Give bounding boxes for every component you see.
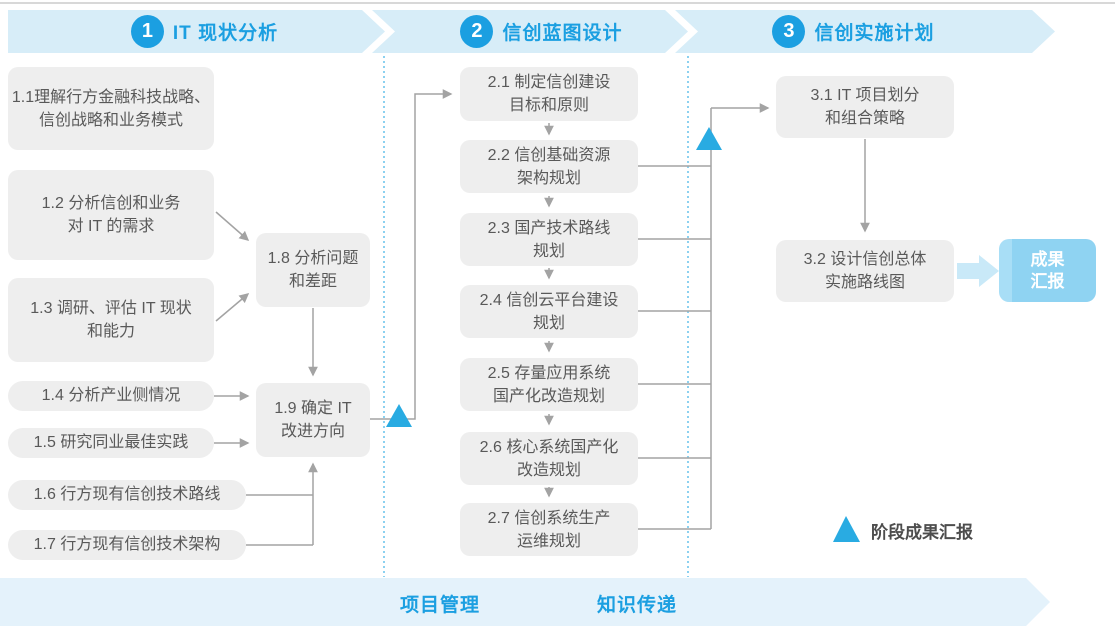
phase-2-header: 2 信创蓝图设计 — [395, 10, 688, 53]
phase-2-report-triangle-icon — [696, 127, 722, 150]
outcome-report-box: 成果 汇报 — [999, 239, 1096, 302]
step-1-7: 1.7 行方现有信创技术架构 — [8, 530, 246, 560]
step-1-1: 1.1理解行方金融科技战略、 信创战略和业务模式 — [8, 67, 214, 150]
step-1-3: 1.3 调研、评估 IT 现状 和能力 — [8, 278, 214, 362]
step-2-5: 2.5 存量应用系统 国产化改造规划 — [460, 358, 638, 411]
step-3-1: 3.1 IT 项目划分 和组合策略 — [776, 76, 954, 138]
top-border-line — [0, 2, 1115, 4]
phase-3-header: 3 信创实施计划 — [675, 10, 1032, 53]
outcome-block-arrow-icon — [957, 255, 999, 287]
legend-triangle-icon — [833, 516, 860, 542]
phase-2-band — [372, 10, 688, 53]
step-2-2: 2.2 信创基础资源 架构规划 — [460, 140, 638, 193]
phase-2-number-badge: 2 — [460, 15, 494, 48]
phase-1-report-triangle-icon — [386, 404, 412, 427]
step-1-6: 1.6 行方现有信创技术路线 — [8, 480, 246, 510]
connector-1-2-to-1-8 — [215, 211, 250, 241]
phase-1-number-badge: 1 — [130, 15, 164, 48]
step-1-8: 1.8 分析问题 和差距 — [256, 233, 370, 307]
phase-3-band — [675, 10, 1055, 53]
step-2-1: 2.1 制定信创建设 目标和原则 — [460, 67, 638, 121]
phase-1-band — [8, 10, 385, 53]
step-3-2: 3.2 设计信创总体 实施路线图 — [776, 240, 954, 302]
phase-3-title: 信创实施计划 — [814, 23, 935, 44]
step-1-4: 1.4 分析产业侧情况 — [8, 381, 214, 411]
footer-project-management-label: 项目管理 — [399, 595, 480, 616]
connector-1-3-to-1-8 — [215, 293, 250, 322]
step-1-5: 1.5 研究同业最佳实践 — [8, 428, 214, 458]
step-1-2: 1.2 分析信创和业务 对 IT 的需求 — [8, 170, 214, 260]
step-2-7: 2.7 信创系统生产 运维规划 — [460, 503, 638, 556]
footer-band — [0, 578, 1050, 626]
footer-knowledge-transfer-label: 知识传递 — [596, 595, 677, 616]
phase-3-number-badge: 3 — [772, 15, 806, 48]
connector-1-9-to-2-1 — [370, 89, 453, 420]
step-1-9: 1.9 确定 IT 改进方向 — [256, 383, 370, 457]
step-2-6: 2.6 核心系统国产化 改造规划 — [460, 432, 638, 485]
step-2-3: 2.3 国产技术路线 规划 — [460, 213, 638, 266]
legend-label: 阶段成果汇报 — [871, 523, 973, 542]
phase-1-header: 1 IT 现状分析 — [8, 10, 385, 53]
step-2-4: 2.4 信创云平台建设 规划 — [460, 285, 638, 338]
phase-1-title: IT 现状分析 — [172, 23, 279, 44]
phase-2-title: 信创蓝图设计 — [502, 23, 623, 44]
